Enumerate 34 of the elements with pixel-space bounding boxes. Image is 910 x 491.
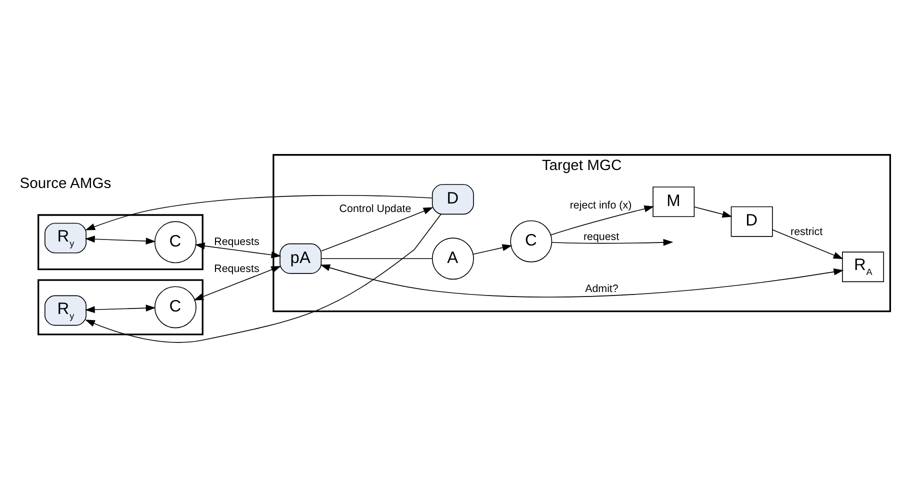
arrow (85, 214, 442, 343)
edge-label: Control Update (339, 203, 412, 216)
edge-label: restrict (790, 226, 823, 238)
node-circle: C (154, 221, 196, 264)
edge-label: reject info (x) (570, 200, 632, 212)
arrow (194, 242, 282, 258)
label: Source AMGs (20, 176, 112, 192)
node-circle: A (432, 238, 474, 280)
node-circle: C (510, 220, 552, 262)
arrow (472, 244, 512, 255)
arrow (85, 194, 432, 230)
arrow (321, 207, 434, 252)
node-box: R$_{A}$ (842, 252, 884, 282)
node-circle: C (154, 286, 196, 328)
arrow (84, 236, 156, 245)
arrow (194, 266, 282, 300)
arrow (694, 206, 732, 218)
node-box: R$_{y}$ (44, 222, 87, 254)
edge-label: Requests (214, 263, 260, 276)
node-box: D (730, 206, 773, 237)
arrow (84, 304, 156, 314)
arrow (552, 238, 674, 246)
cluster (38, 214, 204, 270)
node-box: R$_{y}$ (44, 295, 87, 326)
node-box: M (652, 186, 695, 218)
node-box: D (432, 184, 474, 215)
edge-label: Requests (214, 236, 260, 248)
arrow (772, 229, 844, 260)
edge-label: Admit? (585, 282, 618, 295)
arrow (550, 205, 654, 236)
connector (321, 258, 433, 260)
node-box: pA (280, 243, 322, 274)
arrow (320, 264, 844, 298)
edge-label: request (583, 231, 620, 244)
